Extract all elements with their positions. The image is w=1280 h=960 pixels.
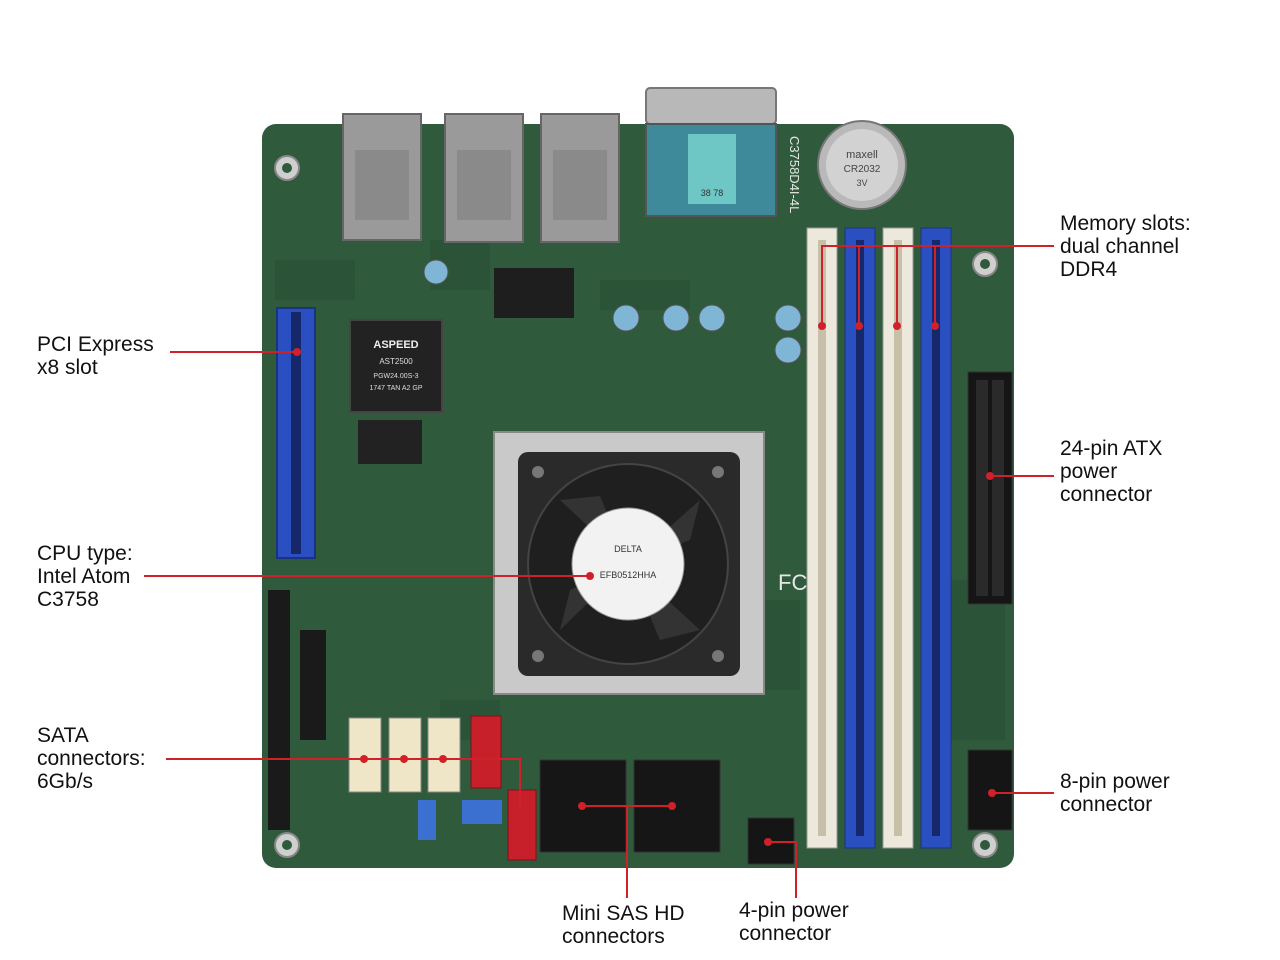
board-model-text: C3758D4I-4L xyxy=(787,136,802,213)
label-sata: SATA connectors: 6Gb/s xyxy=(37,724,146,793)
label-atx4-line1: 4-pin power xyxy=(739,899,849,922)
label-atx24-line3: connector xyxy=(1060,483,1153,506)
atx24-connector xyxy=(967,371,1013,605)
label-sata-line3: 6Gb/s xyxy=(37,770,94,793)
label-memory: Memory slots: dual channel DDR4 xyxy=(1060,212,1191,281)
cpu-heatsink: DELTA EFB0512HHA xyxy=(493,431,765,695)
dimm-slots xyxy=(806,227,952,849)
label-pcie: PCI Express x8 slot xyxy=(37,333,154,379)
label-pcie-line2: x8 slot xyxy=(37,356,98,379)
label-atx8-line1: 8-pin power xyxy=(1060,770,1170,793)
battery-model: CR2032 xyxy=(844,164,881,175)
label-minisas-line1: Mini SAS HD xyxy=(562,902,685,925)
label-atx8: 8-pin power connector xyxy=(1060,770,1170,816)
battery-voltage: 3V xyxy=(856,178,867,188)
label-sata-line2: connectors: xyxy=(37,747,146,770)
sata-connectors xyxy=(348,715,537,861)
label-cpu-line1: CPU type: xyxy=(37,542,133,565)
label-atx24: 24-pin ATX power connector xyxy=(1060,437,1162,506)
callout-line-atx4 xyxy=(768,841,797,898)
label-atx24-line2: power xyxy=(1060,460,1118,483)
minisas-connectors xyxy=(539,759,721,853)
label-pcie-line1: PCI Express xyxy=(37,333,154,356)
aspeed-chip: ASPEED AST2500 PGW24.00S-3 1747 TAN A2 G… xyxy=(349,319,443,413)
mounting-holes xyxy=(274,155,998,858)
cmos-battery: maxell CR2032 3V xyxy=(817,120,907,210)
label-atx24-line1: 24-pin ATX xyxy=(1060,437,1163,460)
battery-brand: maxell xyxy=(846,149,878,161)
callout-line-memory xyxy=(821,245,1054,326)
aspeed-date: 1747 TAN A2 GP xyxy=(369,385,422,392)
fan-model: EFB0512HHA xyxy=(600,570,657,580)
callout-lines xyxy=(144,245,1054,898)
label-memory-line2: dual channel xyxy=(1060,235,1180,258)
aspeed-code: PGW24.00S-3 xyxy=(373,373,418,380)
capacitors xyxy=(423,259,802,364)
fcc-logo: FC xyxy=(778,570,807,595)
lan-ports xyxy=(342,113,620,243)
label-minisas-line2: connectors xyxy=(562,925,665,948)
pin-headers xyxy=(268,590,502,840)
label-cpu-line3: C3758 xyxy=(37,588,99,611)
label-memory-line3: DDR4 xyxy=(1060,258,1118,281)
label-sata-line1: SATA xyxy=(37,724,89,747)
label-atx4: 4-pin power connector xyxy=(739,899,849,945)
fan-brand: DELTA xyxy=(614,544,642,554)
label-memory-line1: Memory slots: xyxy=(1060,212,1191,235)
label-cpu-line2: Intel Atom xyxy=(37,565,131,588)
label-cpu: CPU type: Intel Atom C3758 xyxy=(37,542,133,611)
callout-line-sata xyxy=(166,758,521,808)
serial-port-label: 38 78 xyxy=(701,188,724,198)
lan-controller-chip xyxy=(494,268,574,318)
callout-dots xyxy=(293,322,996,846)
memory-chip xyxy=(358,420,422,464)
aspeed-brand: ASPEED xyxy=(373,339,418,351)
label-atx8-line2: connector xyxy=(1060,793,1153,816)
aspeed-model: AST2500 xyxy=(379,357,413,366)
label-minisas: Mini SAS HD connectors xyxy=(562,902,685,948)
serial-port: 38 78 xyxy=(645,87,777,217)
pcie-slot xyxy=(276,307,316,559)
label-atx4-line2: connector xyxy=(739,922,832,945)
